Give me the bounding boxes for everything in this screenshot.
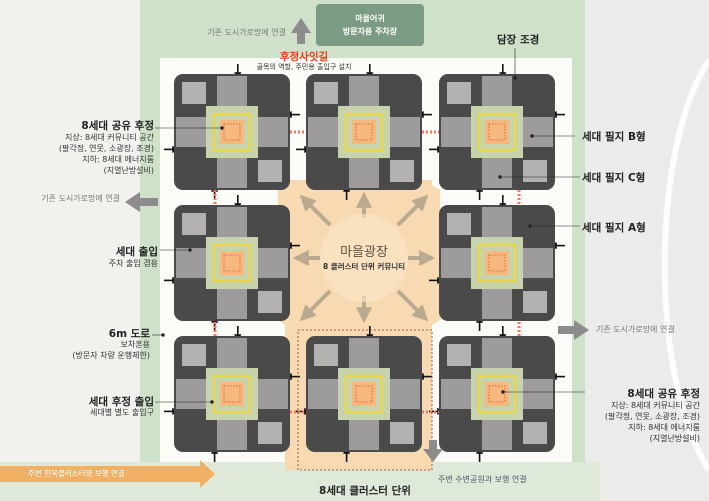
cluster-boundary: [297, 329, 433, 471]
shared-rear2-line1: 지상: 8세대 커뮤니티 공간: [610, 401, 700, 410]
connection-arrow-icon[interactable]: [558, 320, 589, 340]
plaza-core: [320, 214, 408, 302]
shared-rear2-line4: (지열난방설비): [649, 434, 700, 443]
shared-rear-line3: 지하: 8세대 에너지룸: [82, 155, 154, 164]
hanok-link-label: 주변 한옥클러스터와 보행 연결: [28, 469, 125, 478]
connection-arrow-icon[interactable]: [423, 440, 443, 462]
parking-subtitle: 방문자용 주차장: [342, 27, 398, 36]
left-offsite-zone: [0, 0, 140, 501]
road-title: 6m 도로: [108, 328, 150, 340]
lot-a-label: 세대 필지 A형: [582, 222, 646, 234]
housing-block: [439, 74, 555, 190]
connection-arrow-icon[interactable]: [125, 192, 158, 212]
housing-block: [306, 74, 422, 190]
top-connect-label: 기존 도시가로망에 연결: [207, 28, 286, 37]
wall-landscape-label: 담장 조경: [497, 34, 540, 46]
housing-block: [306, 336, 422, 452]
cluster-unit-label: 8세대 클러스터 단위: [319, 485, 411, 497]
entry-title: 세대 출입: [115, 246, 158, 258]
housing-blocks: [174, 74, 555, 452]
park-link-label: 주변 수변공원과 보행 연결: [438, 475, 527, 484]
rear-path-subtitle: 골목의 역할, 주민용 출입구 설치: [256, 63, 352, 71]
plaza-arrows: [292, 191, 436, 324]
connection-arrows: [125, 18, 589, 462]
housing-block: [174, 205, 290, 321]
shared-rear-line1: 지상: 8세대 커뮤니티 공간: [64, 133, 154, 142]
lot-c-label: 세대 필지 C형: [582, 172, 646, 184]
visitor-parking: [316, 4, 424, 46]
housing-block: [174, 336, 290, 452]
housing-block: [439, 205, 555, 321]
parking-title: 마을어귀: [355, 14, 385, 23]
connection-arrow-icon[interactable]: [291, 18, 311, 44]
left-connect-label: 기존 도시가로망에 연결: [41, 194, 120, 203]
rear-entry-title: 세대 후정 출입: [88, 396, 154, 408]
road-sub1: 보차혼용: [120, 340, 150, 349]
plaza-subtitle: 8 클러스터 단위 커뮤니티: [322, 262, 406, 271]
housing-block: [439, 336, 555, 452]
road-sub2: (방문자 차량 운행제한): [72, 351, 150, 360]
housing-block: [174, 74, 290, 190]
shared-rear-line2: (팔각정, 연못, 소광장, 조경): [58, 144, 154, 153]
shared-rear-title: 8세대 공유 후정: [81, 120, 154, 132]
plaza-title: 마을광장: [340, 245, 388, 260]
shared-rear2-line3: 지하: 8세대 에너지룸: [628, 423, 700, 432]
rear-path-title: 후정사잇길: [279, 51, 329, 63]
right-curve: [661, 58, 709, 472]
entry-subtitle: 주차 출입 겸용: [108, 259, 158, 268]
lot-b-label: 세대 필지 B형: [582, 131, 646, 143]
shared-rear-line4: (지열난방설비): [103, 166, 154, 175]
shared-rear2-line2: (팔각정, 연못, 소광장, 조경): [604, 412, 700, 421]
leader-lines: [152, 48, 585, 404]
hanok-link-arrow: [0, 460, 215, 488]
right-connect-label: 기존 도시가로망에 연결: [596, 325, 675, 334]
rear-entry-subtitle: 세대별 별도 출입구: [90, 408, 154, 417]
shared-rear2-title: 8세대 공유 후정: [627, 388, 700, 400]
